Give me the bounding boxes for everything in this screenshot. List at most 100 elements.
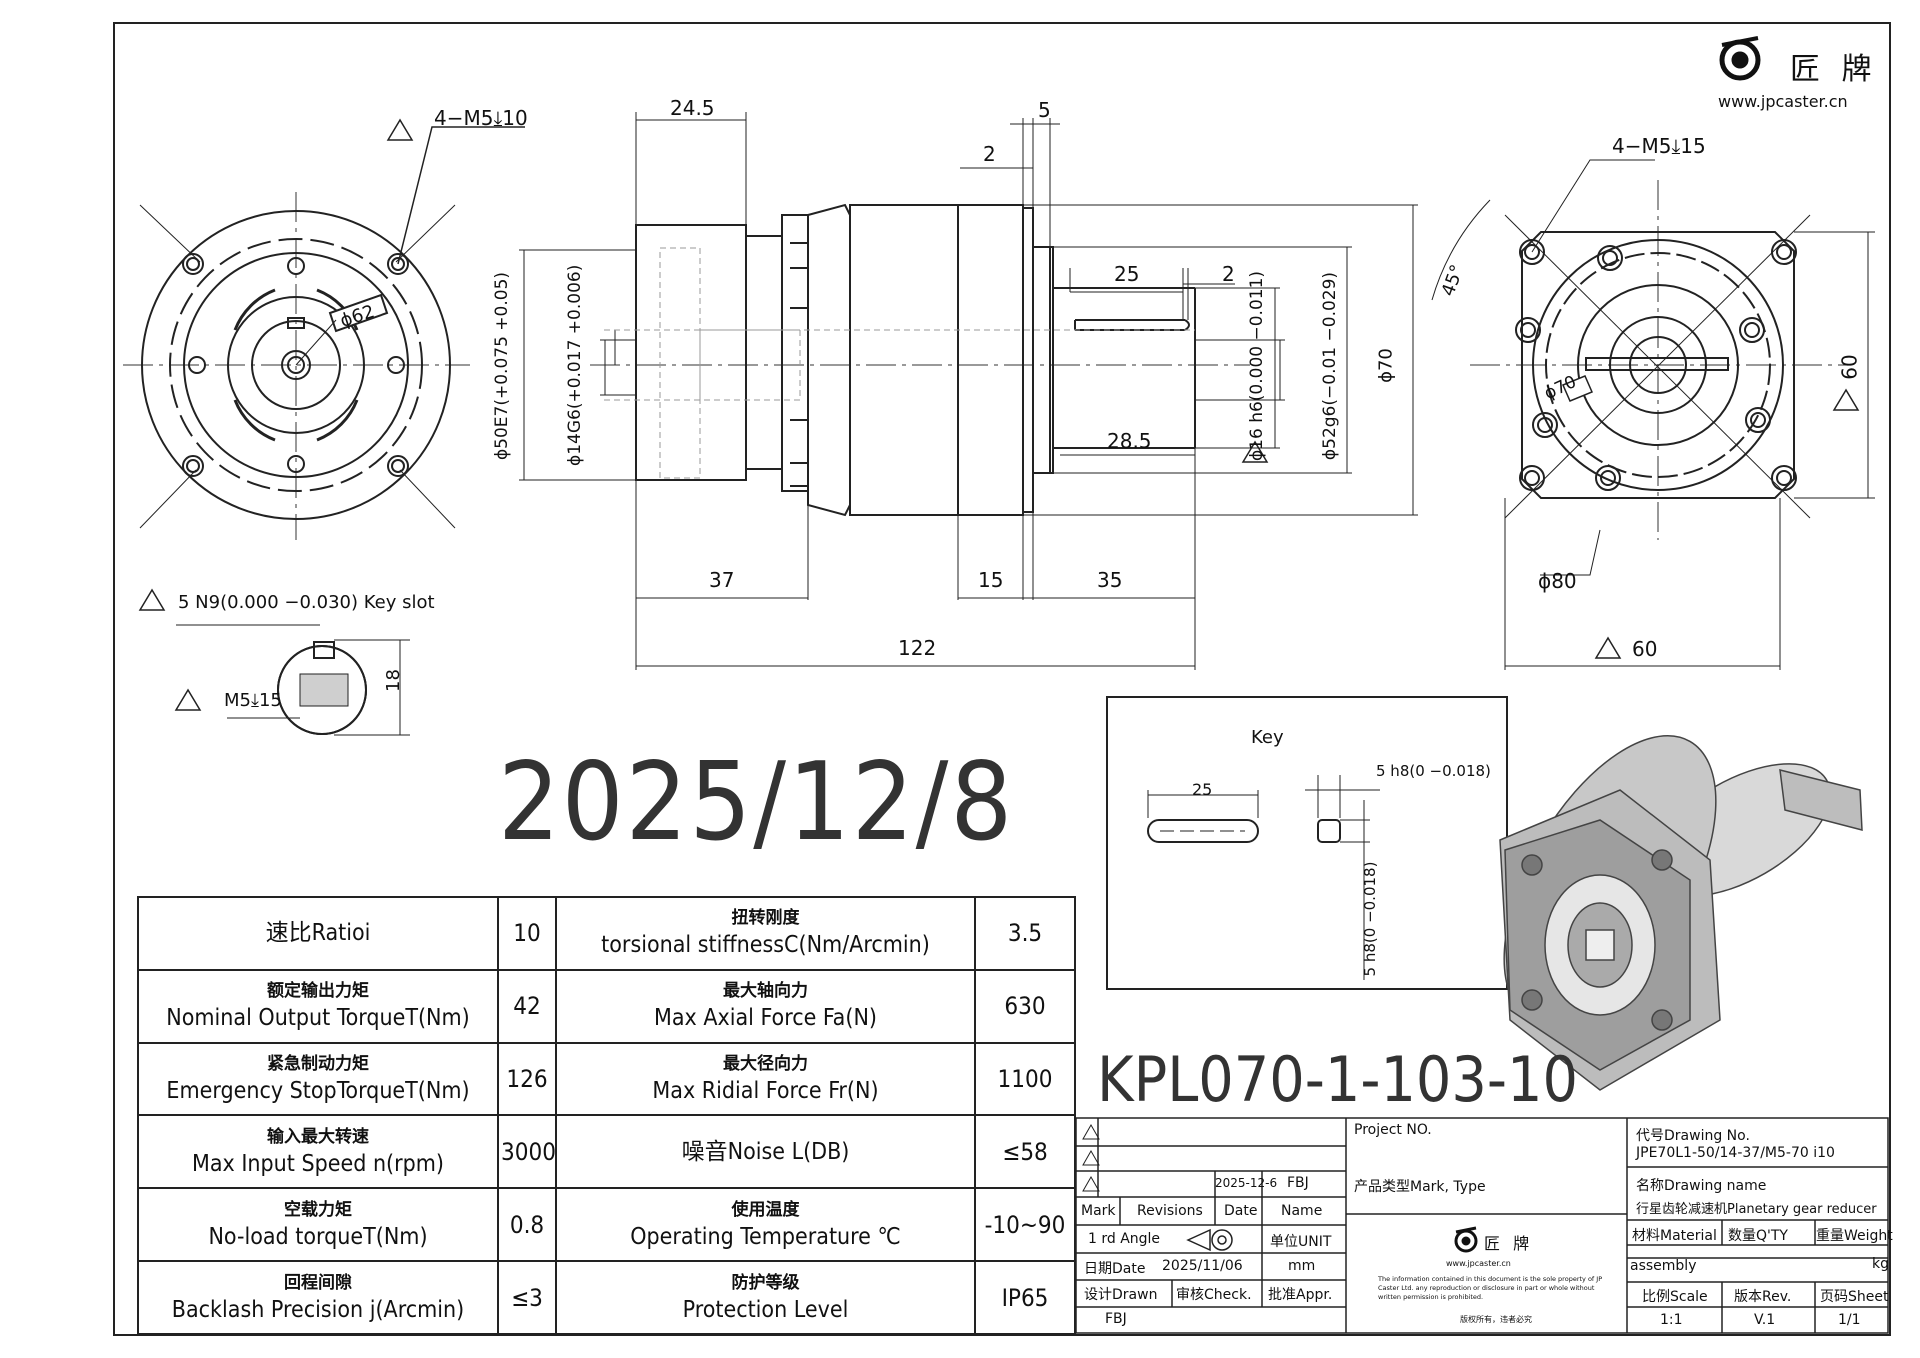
dim-28-5: 28.5 [1107, 429, 1152, 453]
rear-hole-label: 4−M5⤓15 [1612, 134, 1706, 158]
tb-scale-label: 比例Scale [1642, 1289, 1708, 1305]
rear-dim60-v: 60 [1837, 354, 1862, 380]
tb-mark: Mark [1081, 1203, 1116, 1219]
tb-weight-unit: kg [1872, 1256, 1889, 1272]
tb-drawing-name: 行星齿轮减速机Planetary gear reducer [1636, 1202, 1877, 1217]
front-hole-label: 4−M5⤓10 [434, 106, 528, 130]
key-slot-thread: M5⤓15 [224, 690, 282, 711]
tb-check: 审核Check. [1176, 1287, 1252, 1303]
tb-rev-date: 2025-12-6 [1215, 1176, 1278, 1190]
key-len: 25 [1192, 780, 1213, 799]
key-slot-detail [138, 588, 410, 736]
tb-rev-label: 版本Rev. [1734, 1289, 1792, 1305]
title-block-grid [1075, 1117, 1889, 1334]
key-slot-dim18: 18 [382, 669, 404, 692]
spec-value: ≤58 [974, 1114, 1076, 1190]
tb-sheet: 1/1 [1838, 1312, 1861, 1328]
dim-15: 15 [978, 568, 1004, 592]
dim-37: 37 [709, 568, 735, 592]
tb-qty-label: 数量Q'TY [1728, 1228, 1788, 1244]
dim-35: 35 [1097, 568, 1123, 592]
spec-label: 速比Ratioi [137, 896, 499, 971]
logo-brand: 匠 牌 [1790, 52, 1878, 87]
tb-logo-url: www.jpcaster.cn [1446, 1259, 1511, 1268]
key-box [1106, 696, 1508, 990]
dim-25: 25 [1114, 262, 1140, 286]
spec-value: 42 [497, 968, 557, 1044]
spec-label: 噪音Noise L(DB) [555, 1114, 976, 1190]
dia-14: ϕ14G6(+0.017 +0.006) [565, 264, 585, 466]
rear-dim60-h: 60 [1632, 637, 1658, 661]
spec-value: 10 [497, 896, 557, 971]
dim-122: 122 [898, 636, 937, 660]
tb-appr: 批准Appr. [1268, 1287, 1333, 1303]
tb-name-h: Name [1281, 1203, 1323, 1219]
tb-drawing-no-label: 代号Drawing No. [1636, 1128, 1750, 1144]
dim-2a: 2 [983, 142, 996, 166]
tb-project: Project NO. [1354, 1122, 1432, 1138]
logo-icon [1719, 36, 1761, 81]
key-title: Key [1251, 727, 1284, 748]
tb-drawing-no: JPE70L1-50/14-37/M5-70 i10 [1636, 1145, 1835, 1161]
drawing-border [113, 22, 1891, 1336]
tb-rev: V.1 [1754, 1312, 1776, 1328]
date-big: 2025/12/8 [498, 740, 1015, 865]
spec-value: 126 [497, 1041, 557, 1117]
spec-value: 3.5 [974, 896, 1076, 971]
tb-date-h: Date [1224, 1203, 1258, 1219]
dia-52: ϕ52g6(−0.01 −0.029) [1320, 271, 1340, 461]
spec-value: 3000 [497, 1114, 557, 1190]
rear-dia80: ϕ80 [1538, 569, 1577, 593]
tb-material: assembly [1630, 1258, 1697, 1274]
tb-notice-cn: 版权所有，违者必究 [1460, 1315, 1532, 1324]
spec-value: IP65 [974, 1260, 1076, 1335]
spec-value: 0.8 [497, 1187, 557, 1263]
logo-url: www.jpcaster.cn [1718, 92, 1848, 111]
key-h8-b: 5 h8(0 −0.018) [1361, 861, 1379, 977]
key-slot-label: 5 N9(0.000 −0.030) Key slot [178, 592, 435, 613]
product-illustration [1499, 735, 1863, 1091]
tb-drawing-name-label: 名称Drawing name [1636, 1178, 1767, 1194]
tb-revisions: Revisions [1137, 1203, 1203, 1219]
dia-16: ϕ16 h6(0.000 −0.011) [1247, 270, 1267, 462]
front-view [123, 118, 525, 540]
dia-70: ϕ70 [1375, 348, 1397, 383]
tb-logo-cn: 匠 牌 [1484, 1234, 1534, 1253]
tb-unit: mm [1288, 1258, 1316, 1274]
dim-2b: 2 [1222, 262, 1235, 286]
tb-scale: 1:1 [1660, 1312, 1683, 1328]
tb-date-label: 日期Date [1084, 1261, 1146, 1277]
model-big: KPL070-1-103-10 [1097, 1043, 1578, 1116]
tb-notice: The information contained in this docume… [1378, 1275, 1603, 1301]
tb-sheet-label: 页码Sheet [1820, 1289, 1889, 1305]
tb-weight-label: 重量Weight [1816, 1228, 1893, 1244]
spec-value: ≤3 [497, 1260, 557, 1335]
tb-material-label: 材料Material [1632, 1228, 1717, 1244]
key-h8-a: 5 h8(0 −0.018) [1376, 762, 1491, 780]
tb-unit-label: 单位UNIT [1270, 1234, 1332, 1250]
side-view [519, 112, 1418, 670]
rear-view [1431, 159, 1875, 670]
tb-drawn: 设计Drawn [1084, 1287, 1158, 1303]
title-block-logo-icon [1454, 1226, 1478, 1253]
dim-5: 5 [1038, 98, 1051, 122]
tb-rev-by: FBJ [1287, 1175, 1309, 1191]
tb-mark-type: 产品类型Mark, Type [1354, 1179, 1486, 1195]
